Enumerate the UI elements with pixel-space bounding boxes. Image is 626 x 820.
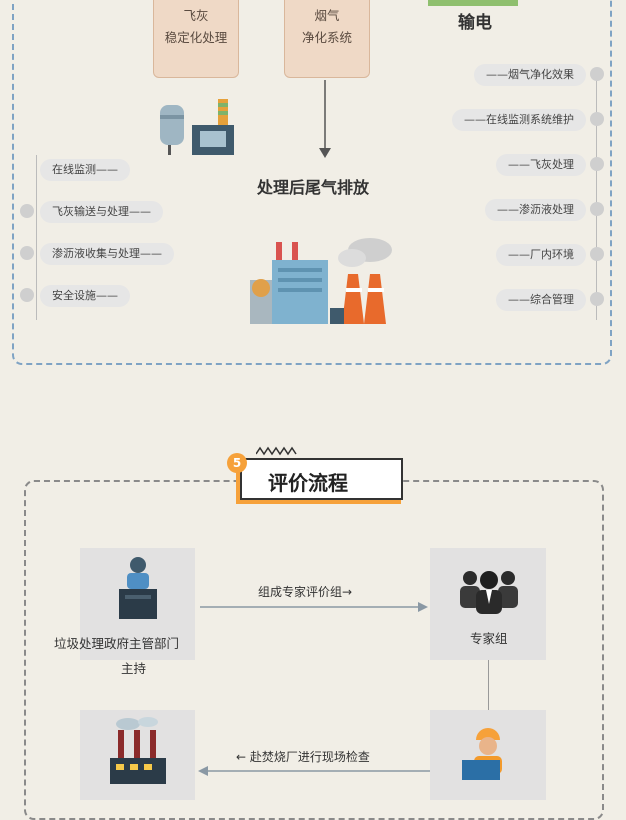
right-dot-6 <box>590 292 604 306</box>
fly-ash-card: 飞灰 稳定化处理 <box>153 0 239 78</box>
speaker-podium-icon <box>119 557 157 619</box>
fly-ash-line-1: 飞灰 <box>183 8 209 23</box>
flue-gas-card: 烟气 净化系统 <box>284 0 370 78</box>
expert-label: 专家组 <box>470 631 508 646</box>
power-grid-icon <box>428 0 518 6</box>
right-item-management: ——综合管理 <box>496 289 586 311</box>
right-dot-1 <box>590 67 604 81</box>
right-item-monitoring-maintenance: ——在线监测系统维护 <box>452 109 586 131</box>
flue-gas-line-2: 净化系统 <box>301 30 352 45</box>
left-item-leachate: 渗沥液收集与处理—— <box>40 243 174 265</box>
right-dot-4 <box>590 202 604 216</box>
right-item-fly-ash: ——飞灰处理 <box>496 154 586 176</box>
right-arrow-1 <box>200 602 428 612</box>
left-tree-line <box>36 155 37 320</box>
flue-gas-line-1: 烟气 <box>314 8 340 23</box>
expert-connector <box>488 660 489 710</box>
zigzag-decoration <box>256 446 297 456</box>
right-dot-3 <box>590 157 604 171</box>
left-dot-4 <box>20 288 34 302</box>
power-label: 输电 <box>458 13 492 33</box>
plant-icon <box>110 717 166 784</box>
gov-label-1: 垃圾处理政府主管部门 <box>54 636 180 651</box>
expert-group-icon <box>460 571 518 614</box>
arrow2-label: ← 赴焚烧厂进行现场检查 <box>236 750 370 764</box>
fly-ash-line-2: 稳定化处理 <box>164 30 228 45</box>
right-tree-line <box>596 70 597 320</box>
gov-label-2: 主持 <box>121 661 147 676</box>
right-item-plant-env: ——厂内环境 <box>496 244 586 266</box>
left-dot-2 <box>20 204 34 218</box>
right-dot-2 <box>590 112 604 126</box>
section-title-box: 评价流程 <box>240 458 403 500</box>
right-item-leachate: ——渗沥液处理 <box>485 199 586 221</box>
left-item-online-monitoring: 在线监测—— <box>40 159 130 181</box>
left-arrow-2 <box>198 766 432 776</box>
exhaust-title: 处理后尾气排放 <box>257 178 370 197</box>
right-dot-5 <box>590 247 604 261</box>
tank-machine-icon <box>160 99 234 155</box>
section-title: 评价流程 <box>268 471 348 495</box>
left-dot-3 <box>20 246 34 260</box>
right-item-gas-effect: ——烟气净化效果 <box>474 64 586 86</box>
inspector-icon <box>462 728 502 780</box>
down-arrow-icon <box>319 80 331 158</box>
factory-icon <box>250 238 392 324</box>
left-item-safety: 安全设施—— <box>40 285 130 307</box>
section-number-badge: 5 <box>227 453 247 473</box>
top-dashed-container <box>12 0 612 365</box>
arrow1-label: 组成专家评价组→ <box>258 585 353 599</box>
left-item-fly-ash-transport: 飞灰输送与处理—— <box>40 201 163 223</box>
